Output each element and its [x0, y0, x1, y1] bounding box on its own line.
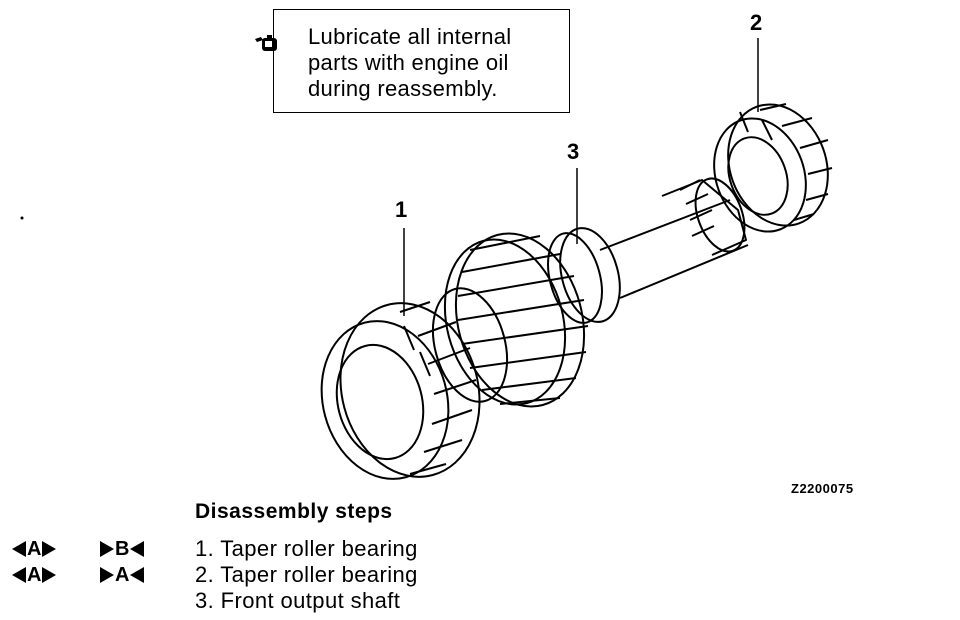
step-row: A A 2. Taper roller bearing	[0, 562, 520, 588]
figure-code: Z2200075	[791, 481, 854, 496]
callout-1: 1	[395, 197, 408, 222]
step-text: 1. Taper roller bearing	[195, 536, 418, 561]
callout-3: 3	[567, 139, 580, 164]
reassembly-mark-icon: B	[100, 538, 145, 560]
disassembly-mark-letter: A	[27, 538, 42, 560]
step-row: A B 1. Taper roller bearing	[0, 536, 520, 562]
reassembly-mark-icon: A	[100, 564, 145, 586]
disassembly-mark-icon: A	[12, 538, 57, 560]
lubrication-note-text: Lubricate all internal parts with engine…	[308, 24, 512, 101]
steps-heading: Disassembly steps	[195, 500, 393, 523]
disassembly-mark-letter: A	[27, 564, 42, 586]
reassembly-mark-letter: A	[115, 564, 130, 586]
step-text: 2. Taper roller bearing	[195, 562, 418, 587]
lubrication-note-box: Lubricate all internal parts with engine…	[273, 9, 570, 113]
step-row: 3. Front output shaft	[0, 588, 520, 614]
step-text: 3. Front output shaft	[195, 588, 401, 613]
callout-2: 2	[750, 10, 763, 35]
reassembly-mark-letter: B	[115, 538, 130, 560]
disassembly-mark-icon: A	[12, 564, 57, 586]
